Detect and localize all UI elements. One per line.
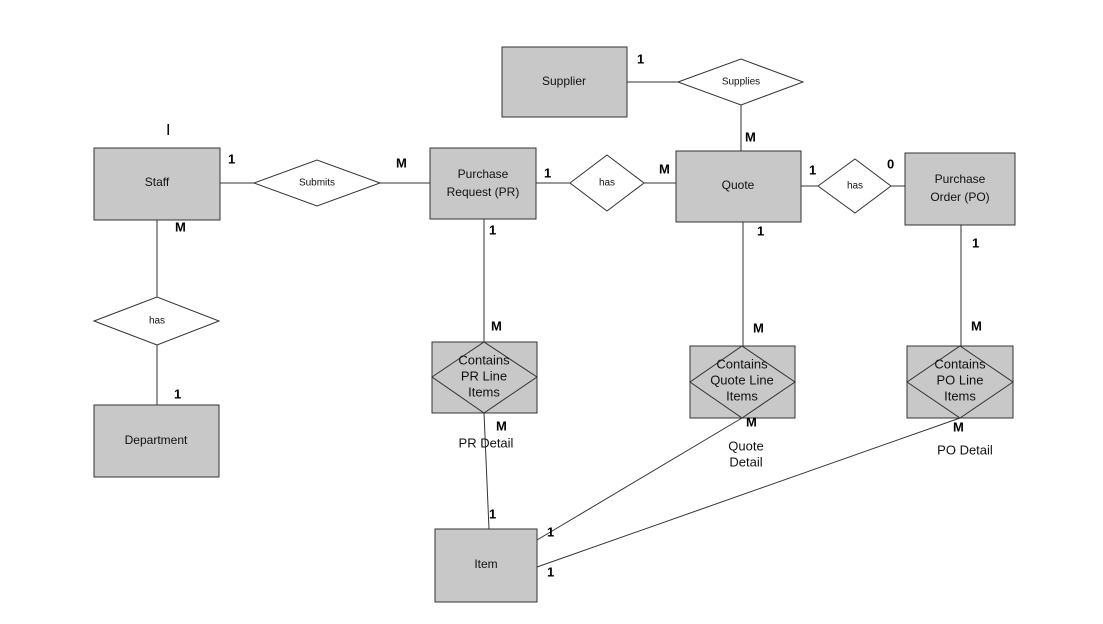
relationship-staff-has-department[interactable]: has [92, 296, 221, 346]
card-has-quote: M [659, 161, 670, 176]
line-poline-item [536, 417, 961, 568]
card-pr-has: 1 [544, 165, 551, 180]
card-staff-submits: 1 [228, 151, 235, 166]
assoc-label-line-1: Contains [716, 356, 768, 371]
line-quoteline-item [536, 417, 743, 541]
assoc-label-line-3: Items [726, 388, 758, 403]
card-pr-line-top: M [491, 318, 502, 333]
card-quote-line-top: M [753, 320, 764, 335]
card-supplies-quote: M [745, 129, 756, 144]
entity-label-line-1: Purchase [458, 167, 509, 181]
card-submits-pr: M [396, 155, 407, 170]
connector-lines [156, 81, 962, 568]
relationship-label: has [847, 181, 863, 192]
cardinality-labels: 1 M 1 M 1 M 1 0 M 1 1 M M 1 M M 1 M M 1 … [174, 51, 982, 579]
assoc-label-line-3: Items [944, 388, 976, 403]
entity-department[interactable]: Department [93, 404, 220, 478]
card-quote-has: 1 [809, 162, 816, 177]
entity-label: Item [474, 557, 497, 571]
relationship-label: has [149, 316, 165, 327]
relationship-pr-has-quote[interactable]: has [569, 154, 645, 212]
relationship-label: has [599, 178, 615, 189]
card-item-top: 1 [489, 506, 496, 521]
entity-purchase-order[interactable]: Purchase Order (PO) [904, 152, 1016, 226]
card-has-department: 1 [174, 386, 181, 401]
card-item-quote: 1 [547, 524, 554, 539]
card-pr-bottom: 1 [489, 222, 496, 237]
entity-label-line-2: Order (PO) [930, 190, 989, 204]
pr-detail-label: PR Detail [459, 435, 514, 450]
entity-purchase-request[interactable]: Purchase Request (PR) [429, 147, 537, 220]
assoc-label-line-1: Contains [458, 352, 510, 367]
card-quote-bottom: 1 [757, 223, 764, 238]
entity-label: Staff [145, 175, 170, 189]
entity-supplier[interactable]: Supplier [501, 46, 628, 118]
entity-staff[interactable]: Staff [93, 147, 221, 221]
assoc-label-line-1: Contains [934, 356, 986, 371]
assoc-label-line-2: Quote Line [710, 372, 774, 387]
assoc-label-line-2: PO Line [937, 372, 984, 387]
quote-detail-label-line-1: Quote [728, 438, 763, 453]
card-po-line-bottom: M [953, 419, 964, 434]
assoc-label-line-3: Items [468, 384, 500, 399]
relationship-label: Supplies [722, 77, 760, 88]
card-item-po: 1 [547, 564, 554, 579]
card-pr-line-bottom: M [496, 418, 507, 433]
relationship-label: Submits [299, 178, 335, 189]
relationship-quote-has-po[interactable]: has [817, 158, 892, 214]
associative-entity-po-line-items[interactable]: Contains PO Line Items [906, 345, 1014, 419]
associative-entity-quote-line-items[interactable]: Contains Quote Line Items [689, 345, 796, 419]
card-po-bottom: 1 [972, 235, 979, 250]
entity-label-line-1: Purchase [935, 172, 986, 186]
entity-item[interactable]: Item [434, 528, 538, 603]
relationship-submits[interactable]: Submits [252, 159, 382, 207]
quote-detail-label-line-2: Detail [729, 454, 762, 469]
card-staff-bottom: M [175, 219, 186, 234]
line-prline-item [483, 412, 490, 530]
card-quote-line-bottom: M [746, 414, 757, 429]
entity-label: Supplier [542, 74, 586, 88]
entity-quote[interactable]: Quote [675, 150, 802, 223]
relationship-supplies[interactable]: Supplies [676, 58, 805, 106]
stray-mark: I [166, 122, 170, 139]
assoc-label-line-2: PR Line [461, 368, 507, 383]
entity-label: Quote [722, 178, 755, 192]
associative-entity-pr-line-items[interactable]: Contains PR Line Items [431, 341, 538, 414]
entity-label-line-2: Request (PR) [447, 185, 520, 199]
entity-label: Department [125, 433, 188, 447]
card-has-po: 0 [887, 156, 894, 171]
card-supplier-supplies: 1 [637, 51, 644, 66]
po-detail-label: PO Detail [937, 442, 993, 457]
card-po-line-top: M [971, 318, 982, 333]
